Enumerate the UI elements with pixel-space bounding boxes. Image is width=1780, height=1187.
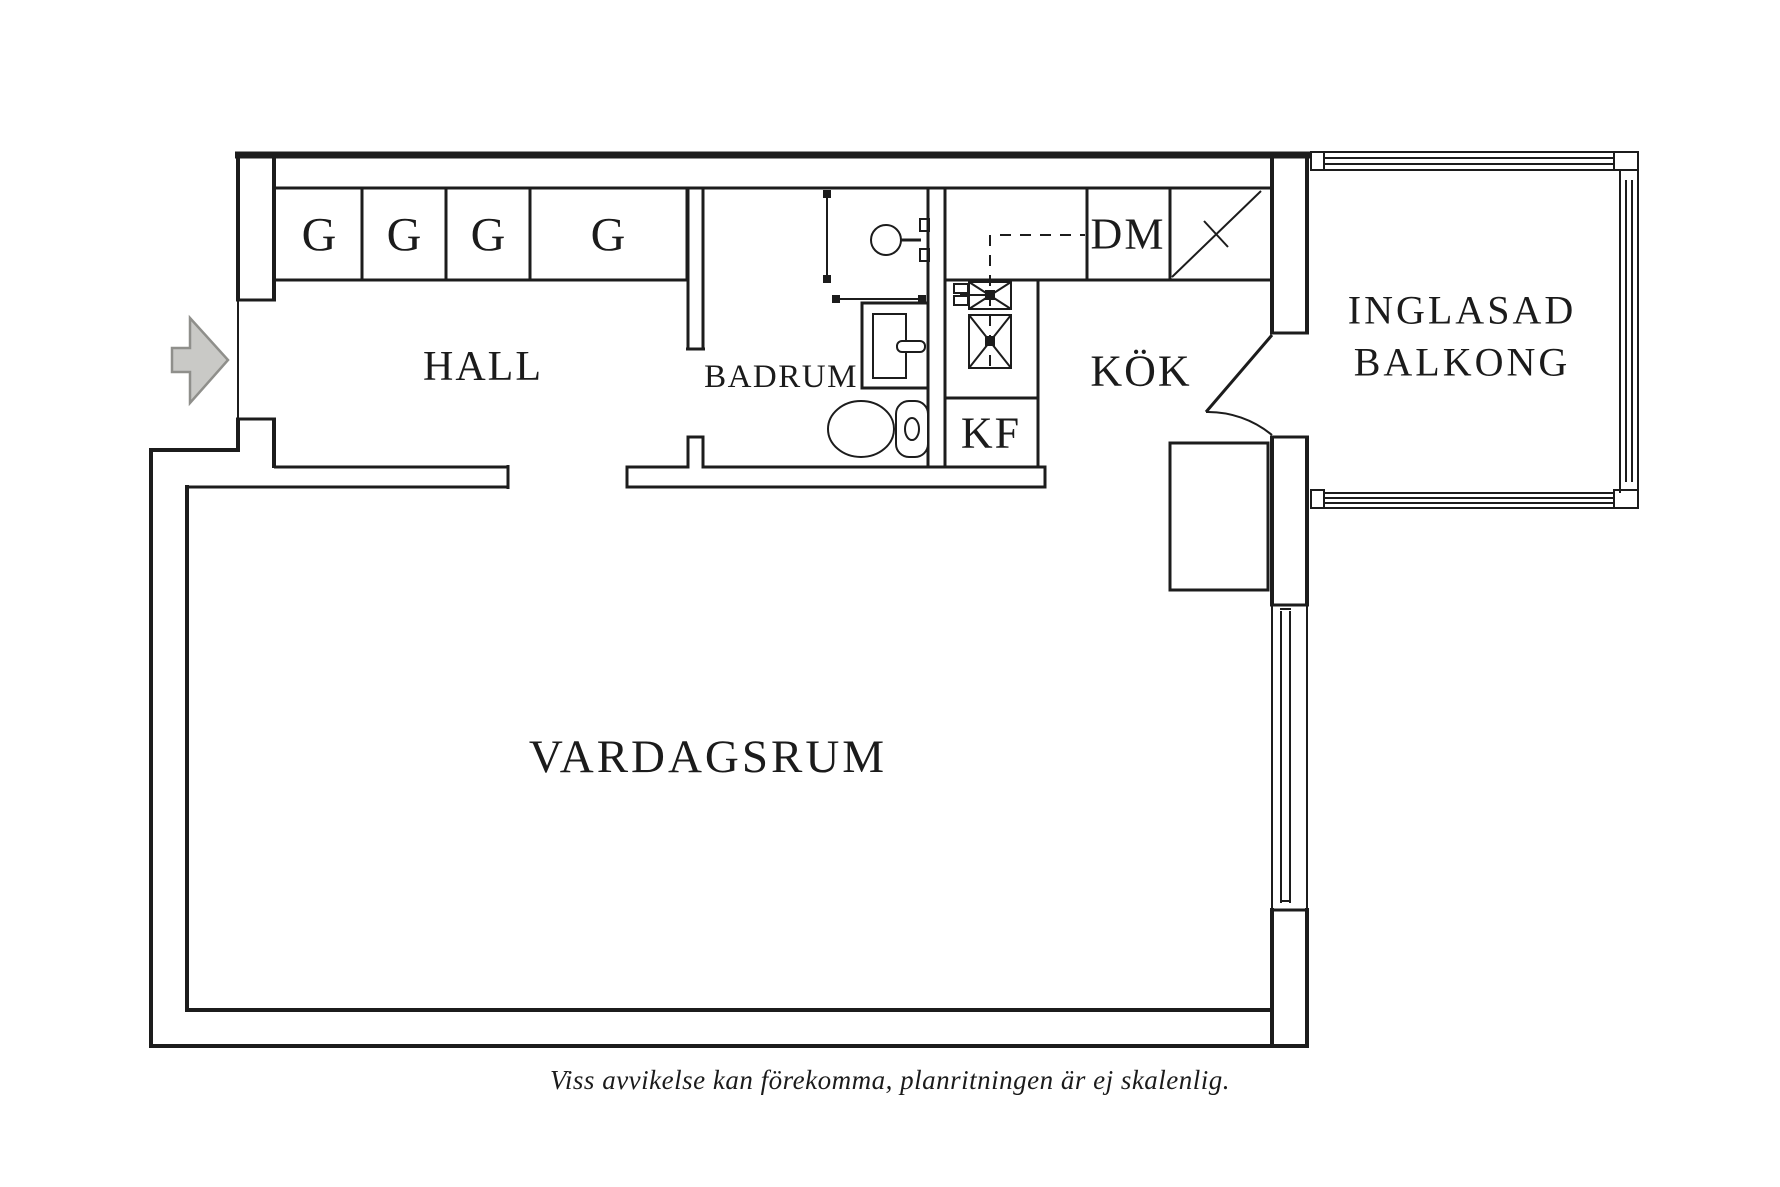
wardrobes (274, 188, 689, 282)
disclaimer-caption: Viss avvikelse kan förekomma, planritnin… (550, 1065, 1230, 1095)
appliance-label-kf: KF (961, 409, 1021, 458)
bathroom-fixtures (823, 190, 930, 390)
walls (149, 151, 1311, 1048)
room-label-badrum: BADRUM (704, 359, 858, 395)
plan-geometry: HALL BADRUM KÖK KF DM VARDAGSRUM INGLASAD BALKO… (149, 151, 1639, 1048)
wardrobe-label-2: G (387, 209, 422, 262)
kitchen-fixtures (945, 188, 1272, 592)
wardrobe-label-4: G (591, 209, 626, 262)
windows (1271, 151, 1639, 912)
appliance-label-dm: DM (1091, 210, 1166, 259)
balcony-door (1204, 334, 1274, 436)
wardrobe-label-3: G (471, 209, 506, 262)
room-label-balkong-line2: BALKONG (1354, 340, 1571, 385)
entry-arrow (170, 314, 230, 407)
room-label-kok: KÖK (1090, 347, 1191, 396)
wardrobe-label-1: G (302, 209, 337, 262)
room-label-vardagsrum: VARDAGSRUM (529, 731, 887, 783)
room-label-hall: HALL (423, 344, 543, 390)
room-label-balkong-line1: INGLASAD (1348, 288, 1576, 333)
toilet (827, 400, 929, 458)
